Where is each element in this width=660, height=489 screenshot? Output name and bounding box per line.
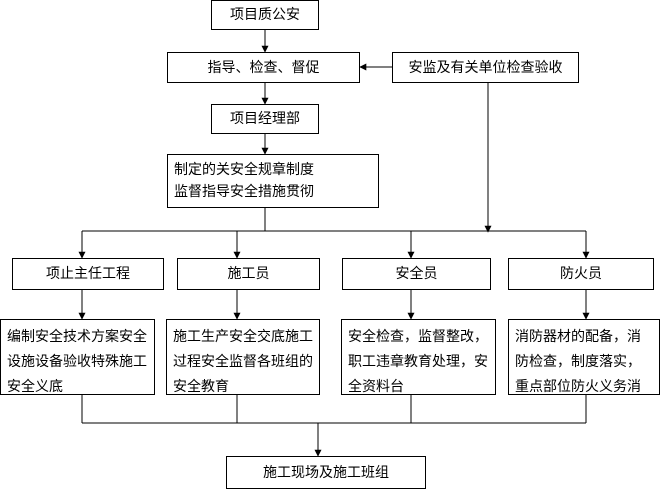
top-box: 项目质公安 (211, 0, 319, 30)
rules-line-2: 监督指导安全措施贯彻 (174, 184, 314, 200)
role-title: 施工员 (227, 266, 270, 282)
role-title: 项止主任工程 (46, 266, 130, 282)
duty-box-chief-engineer: 编制安全技术方案安全设施设备验收特殊施工安全义底 (0, 319, 155, 395)
supervise-box-label: 指导、检查、督促 (207, 59, 320, 76)
duty-box-construction-worker: 施工生产安全交底施工过程安全监督各班组的安全教育 (166, 319, 320, 395)
duty-text: 消防器材的配备，消防检查，制度落实，重点部位防火义务消 (515, 329, 641, 395)
bottom-box-label: 施工现场及施工班组 (263, 464, 389, 481)
role-box-chief-engineer: 项止主任工程 (12, 258, 164, 290)
manager-box: 项目经理部 (211, 104, 319, 134)
supervise-box: 指导、检查、督促 (167, 52, 360, 83)
rules-box: 制定的关安全规章制度 监督指导安全措施贯彻 (167, 154, 379, 208)
duty-text: 安全检查，监督整改，职工违章教育处理，安全资料台 (348, 329, 488, 395)
duty-box-fire-officer: 消防器材的配备，消防检查，制度落实，重点部位防火义务消 (508, 319, 660, 395)
duty-text: 编制安全技术方案安全设施设备验收特殊施工安全义底 (7, 329, 147, 395)
role-box-construction-worker: 施工员 (177, 258, 320, 290)
role-title: 防火员 (560, 266, 602, 282)
role-box-safety-officer: 安全员 (342, 258, 491, 290)
rules-line-1: 制定的关安全规章制度 (174, 162, 314, 178)
external-inspection-label: 安监及有关单位检查验收 (408, 59, 563, 76)
duty-text: 施工生产安全交底施工过程安全监督各班组的安全教育 (173, 329, 313, 395)
manager-box-label: 项目经理部 (230, 111, 300, 127)
bottom-box: 施工现场及施工班组 (226, 456, 426, 489)
duty-box-safety-officer: 安全检查，监督整改，职工违章教育处理，安全资料台 (341, 319, 496, 395)
role-box-fire-officer: 防火员 (508, 258, 654, 290)
role-title: 安全员 (395, 266, 438, 282)
external-inspection-box: 安监及有关单位检查验收 (392, 52, 579, 83)
top-box-label: 项目质公安 (230, 7, 300, 23)
